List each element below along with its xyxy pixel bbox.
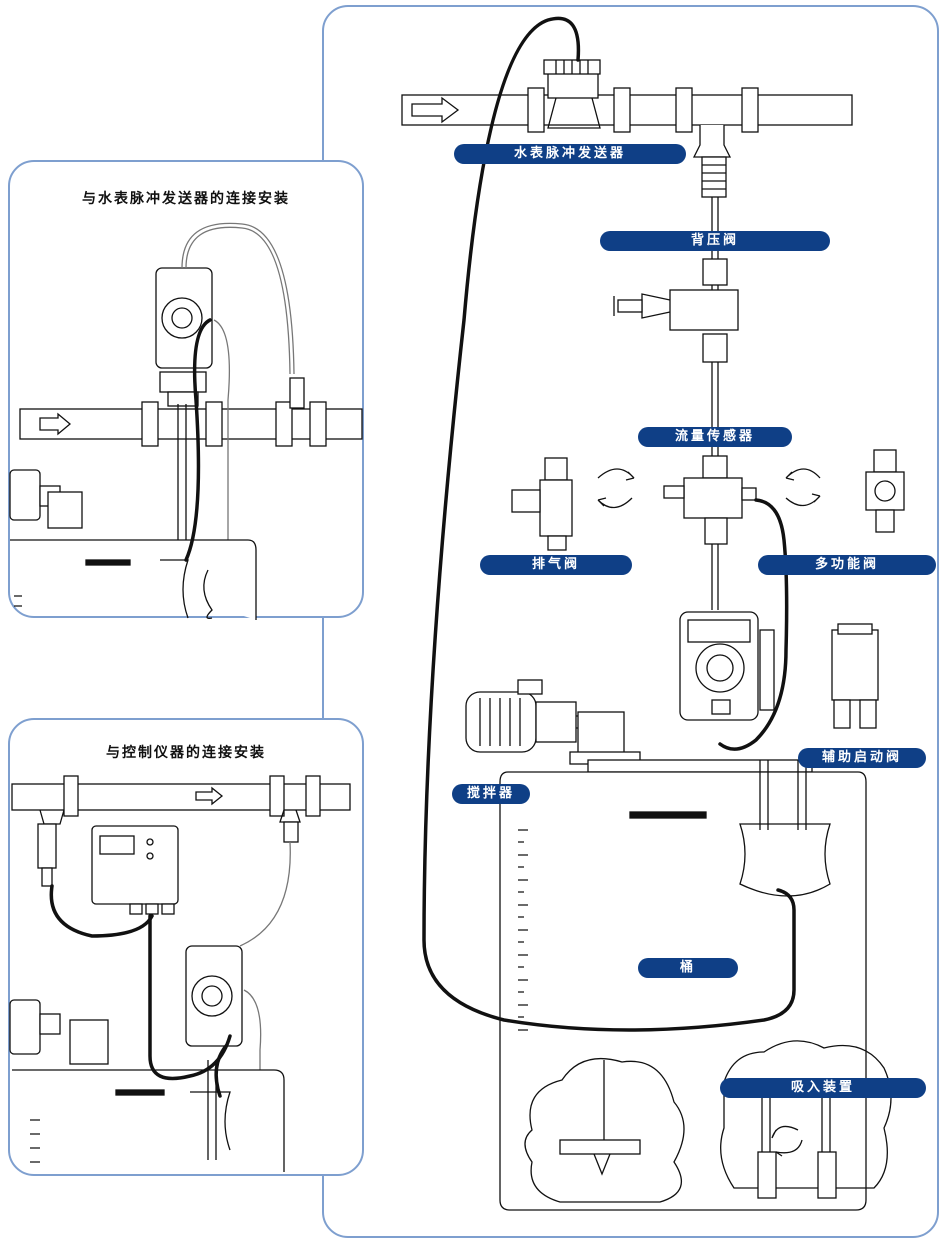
back-pressure-valve-device [613, 289, 739, 331]
signal-cables [49, 16, 796, 1098]
water-meter-panel-title: 与水表脉冲发送器的连接安装 [82, 191, 290, 207]
flow-sensor-device [663, 455, 757, 545]
label-tank: 桶 [638, 958, 738, 978]
multi-function-valve-device [865, 449, 905, 533]
label-flow-sensor: 流量传感器 [638, 427, 792, 447]
label-vent-valve: 排气阀 [480, 555, 632, 575]
vent-valve-device [511, 457, 573, 551]
tank-body [499, 771, 867, 1211]
controller-panel-title: 与控制仪器的连接安装 [106, 745, 266, 761]
label-aux-start-valve: 辅助启动阀 [798, 748, 926, 768]
label-multi-function-valve: 多功能阀 [758, 555, 936, 575]
main-metering-pump [679, 611, 775, 721]
label-back-pressure-valve: 背压阀 [600, 231, 830, 251]
panel2-drawing [9, 775, 351, 1172]
label-pulse-sender: 水表脉冲发送器 [454, 144, 686, 164]
main-pipe [401, 87, 853, 133]
label-suction-device: 吸入装置 [720, 1078, 926, 1098]
label-mixer: 搅拌器 [452, 784, 530, 804]
aux-start-valve-device [831, 623, 879, 729]
pulse-sender-device [543, 59, 601, 129]
panel1-drawing [9, 222, 363, 620]
